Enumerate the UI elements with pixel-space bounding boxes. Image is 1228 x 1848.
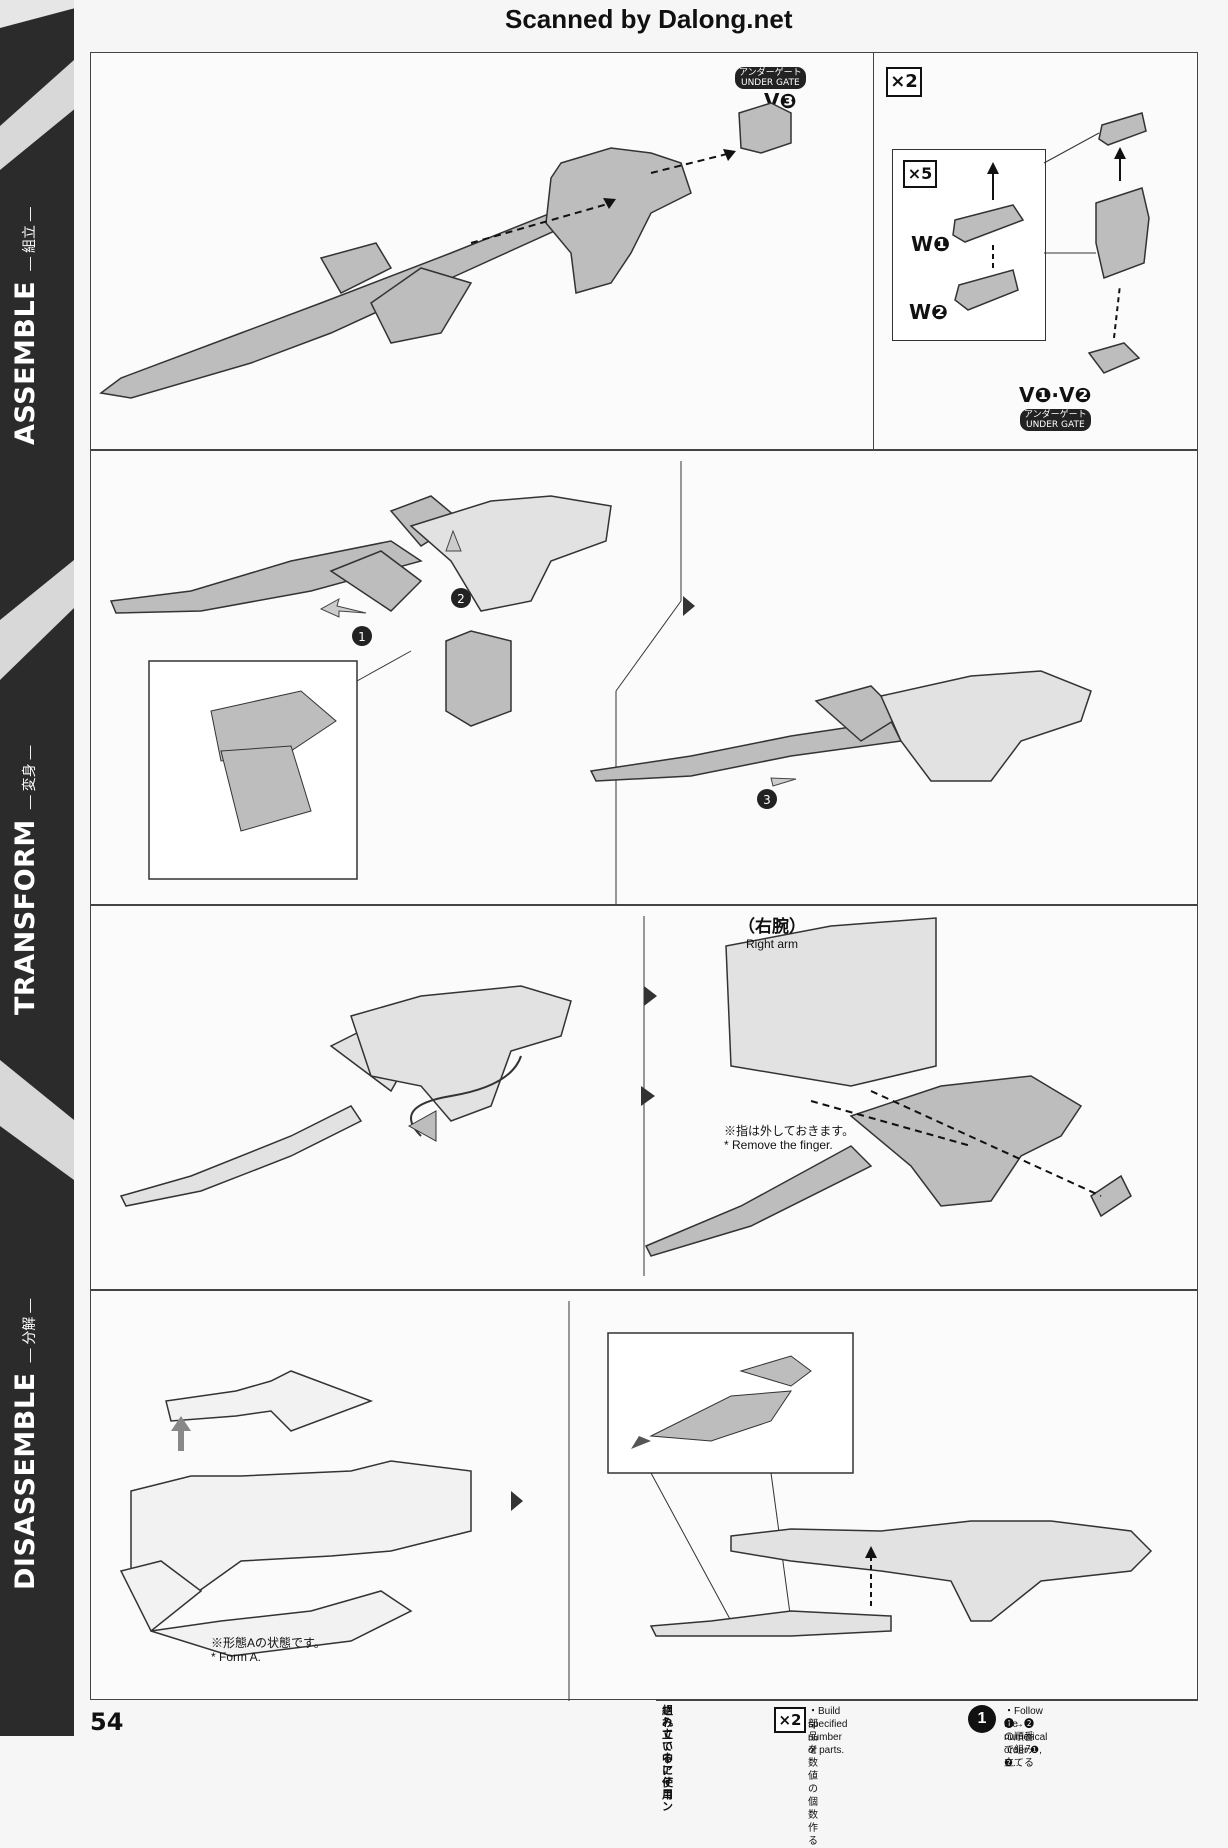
panel-disassemble: ※形態Aの状態です。* Form A. bbox=[90, 1290, 1198, 1701]
sidebar-stripe bbox=[0, 560, 74, 680]
finger-parts-illustration bbox=[952, 162, 1025, 311]
part-v1v2-label: V❶·V❷ bbox=[1019, 383, 1092, 407]
disassemble-illustration bbox=[119, 1301, 1153, 1701]
panel-rotate-attach: （右腕） Right arm ※指は外しておきます。* Remove the f… bbox=[90, 905, 1198, 1290]
sidebar-stripe bbox=[0, 1060, 74, 1180]
right-arm-label: （右腕） Right arm bbox=[738, 917, 806, 951]
remove-finger-note: ※指は外しておきます。* Remove the finger. bbox=[724, 1124, 855, 1152]
part-w1-label: W❶ bbox=[911, 232, 950, 256]
scan-credit: Scanned by Dalong.net bbox=[505, 4, 793, 34]
step-1-marker: 1 bbox=[358, 630, 366, 644]
transform-steps-illustration: 1 2 3 bbox=[109, 461, 1092, 906]
icon-legend: 組み立て中に使用されているアイコン ×2 ・部品を数値の個数作る・Build s… bbox=[656, 1700, 1198, 1847]
sidebar-stripe bbox=[0, 0, 74, 28]
panel-transform-steps: 1 2 3 bbox=[90, 450, 1198, 906]
inner-multiplier-badge: ×5 bbox=[903, 160, 937, 188]
hand-stack-illustration bbox=[1043, 112, 1150, 374]
order-icon: 1 bbox=[968, 1705, 996, 1733]
rotate-attach-illustration bbox=[119, 916, 1132, 1276]
form-a-note: ※形態Aの状態です。* Form A. bbox=[211, 1636, 326, 1664]
section-label-transform: TRANSFORM— 変身 — bbox=[10, 745, 41, 1015]
step-2-marker: 2 bbox=[457, 592, 465, 606]
section-label-disassemble: DISASSEMBLE— 分解 — bbox=[10, 1298, 41, 1590]
part-w2-label: W❷ bbox=[909, 300, 948, 324]
multiplier-icon: ×2 bbox=[774, 1707, 806, 1733]
rifle-illustration bbox=[99, 102, 792, 399]
section-label-assemble: ASSEMBLE— 組立 — bbox=[10, 207, 41, 445]
sidebar: ASSEMBLE— 組立 — TRANSFORM— 変身 — DISASSEMB… bbox=[0, 0, 74, 1736]
page-number: 54 bbox=[90, 1708, 124, 1736]
step-3-marker: 3 bbox=[763, 793, 771, 807]
finger-subassembly-box: ×5 W❶ W❷ bbox=[892, 149, 1046, 341]
sidebar-stripe bbox=[0, 60, 74, 170]
multiplier-badge: ×2 bbox=[886, 67, 922, 97]
